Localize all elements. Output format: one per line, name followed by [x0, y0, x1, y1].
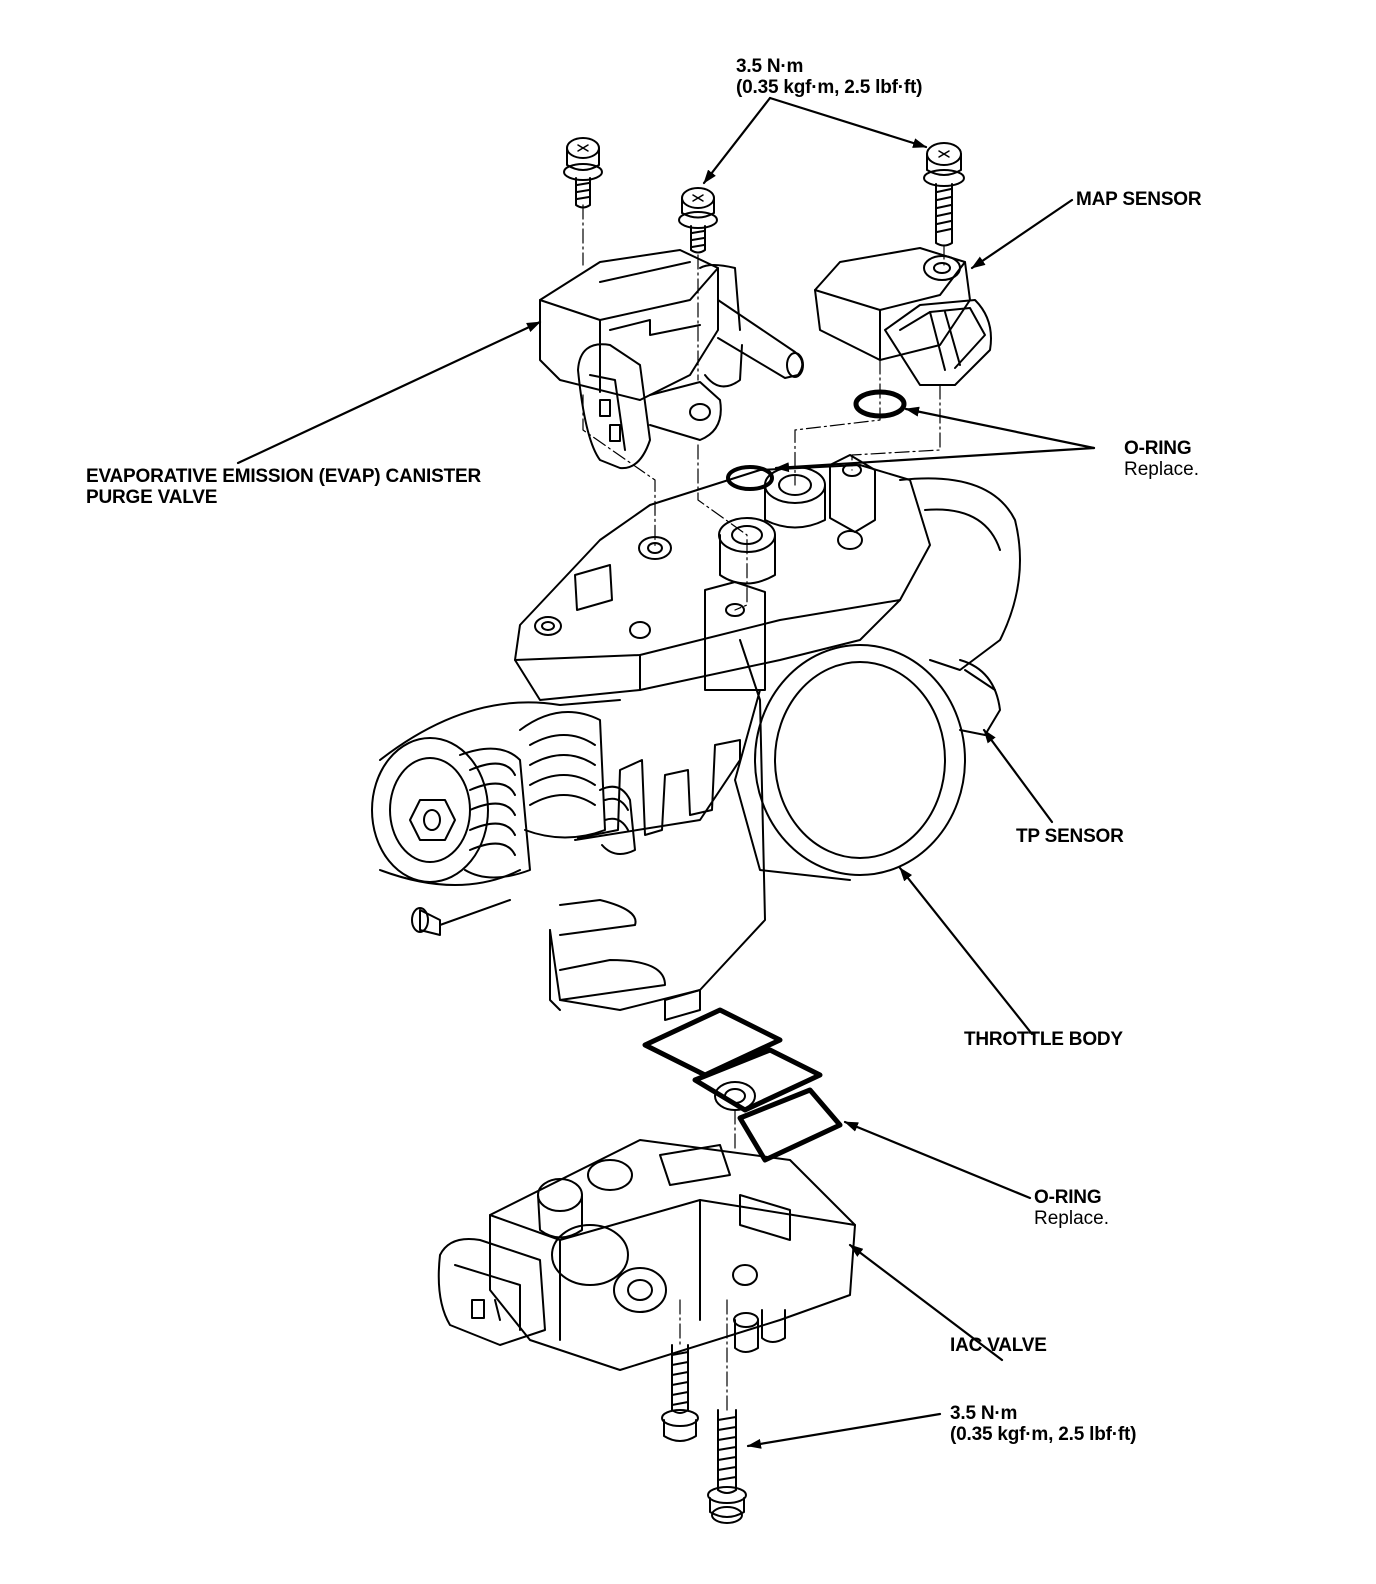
oring-top-note: Replace.	[1124, 459, 1199, 480]
screw-bottom-right	[707, 1409, 747, 1524]
evap-label-line2: PURGE VALVE	[86, 487, 218, 508]
screw-top-right	[923, 142, 965, 247]
torque-top-line2: (0.35 kgf·m, 2.5 lbf·ft)	[736, 77, 923, 98]
torque-top-line1: 3.5 N·m	[736, 56, 804, 77]
map-sensor	[814, 247, 992, 386]
oring-top-label: O-RING	[1124, 438, 1192, 459]
tp-sensor-label: TP SENSOR	[1016, 826, 1124, 847]
oring-bottom-label: O-RING	[1034, 1187, 1102, 1208]
oring-gasket	[642, 1007, 843, 1163]
screw-top-left	[563, 137, 603, 209]
screw-top-middle	[678, 187, 718, 254]
throttle-body	[371, 454, 1021, 1021]
throttle-body-label: THROTTLE BODY	[964, 1029, 1123, 1050]
evap-purge-valve	[539, 249, 804, 470]
torque-bottom-line1: 3.5 N·m	[950, 1403, 1018, 1424]
screw-bottom-left	[661, 1344, 699, 1442]
evap-label-line1: EVAPORATIVE EMISSION (EVAP) CANISTER	[86, 466, 482, 487]
oring-bottom-note: Replace.	[1034, 1208, 1109, 1229]
map-sensor-label: MAP SENSOR	[1076, 189, 1202, 210]
torque-bottom-line2: (0.35 kgf·m, 2.5 lbf·ft)	[950, 1424, 1137, 1445]
oring-evap	[726, 465, 774, 491]
iac-valve	[437, 1139, 856, 1371]
iac-valve-label: IAC VALVE	[950, 1335, 1047, 1356]
